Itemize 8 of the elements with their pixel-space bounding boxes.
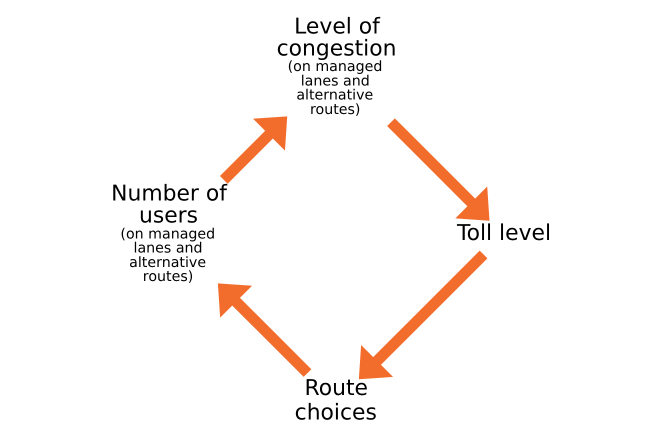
node-text: Route choices (294, 376, 377, 426)
arrow (220, 116, 288, 184)
node-text: Number of users (on managed lanes and alternative routes) (111, 182, 227, 285)
node-text: Level of congestion (on managed lanes and alternative routes) (276, 14, 397, 118)
arrow (218, 283, 312, 377)
arrow (387, 118, 490, 221)
node-text: Toll level (456, 221, 552, 246)
arrow (358, 250, 488, 380)
